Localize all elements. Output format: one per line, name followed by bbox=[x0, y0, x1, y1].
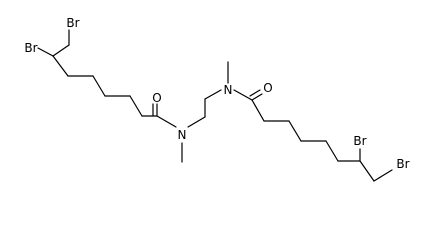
atom-labels: Br Br O N N O Br Br bbox=[24, 16, 409, 171]
atom-n1-label: N bbox=[178, 128, 187, 142]
atom-o2-label: O bbox=[263, 81, 272, 95]
bond bbox=[187, 116, 206, 128]
molecule-diagram: Br Br O N N O Br Br bbox=[24, 16, 410, 182]
bond bbox=[129, 95, 143, 117]
bond bbox=[37, 47, 54, 57]
bond bbox=[204, 89, 222, 100]
atom-br1-label: Br bbox=[66, 16, 79, 30]
bonds bbox=[37, 29, 393, 182]
bond bbox=[233, 89, 253, 101]
bond bbox=[251, 93, 263, 101]
bond bbox=[373, 169, 393, 182]
bond bbox=[156, 115, 177, 128]
atom-n2-label: N bbox=[224, 83, 233, 97]
atom-br4-label: Br bbox=[396, 157, 409, 171]
structure-canvas: Br Br O N N O Br Br bbox=[24, 16, 410, 182]
bond bbox=[52, 44, 70, 57]
bond bbox=[288, 120, 302, 142]
bond bbox=[251, 99, 265, 122]
bond bbox=[325, 140, 339, 162]
bond bbox=[92, 75, 106, 97]
atom-br2-label: Br bbox=[24, 41, 37, 55]
bond bbox=[249, 89, 261, 97]
atom-o1-label: O bbox=[152, 91, 161, 105]
atom-br3-label: Br bbox=[353, 134, 366, 148]
bond bbox=[359, 160, 375, 182]
bond bbox=[52, 55, 69, 77]
